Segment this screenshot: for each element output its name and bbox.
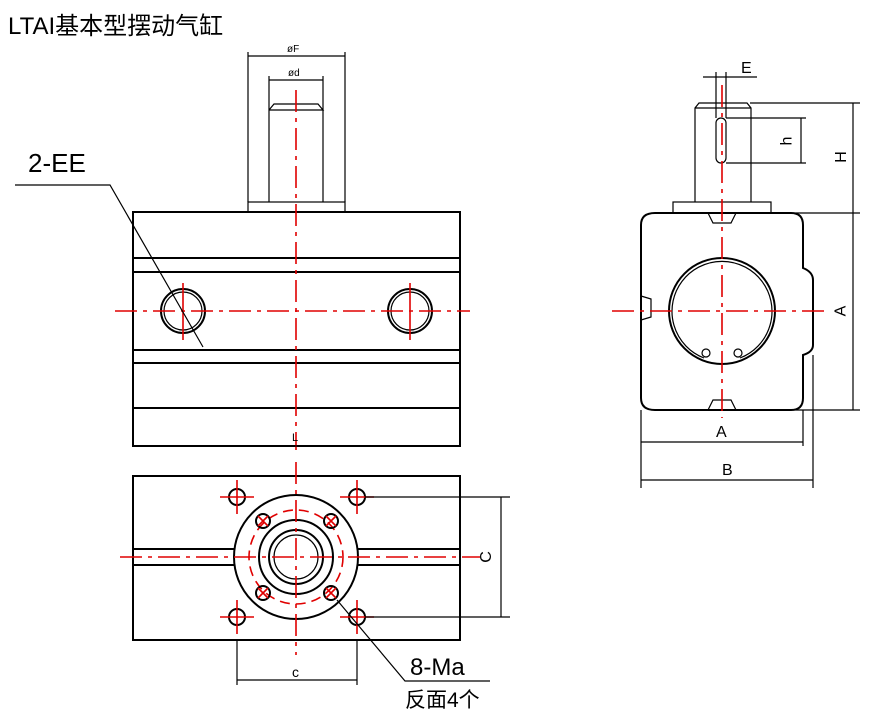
phiF-label: øF (287, 44, 300, 55)
h-label: h (778, 136, 796, 146)
phid-label: ød (288, 68, 300, 79)
C-label: C (477, 551, 495, 563)
holes-label: 8-Ma (410, 654, 465, 681)
H-label: H (832, 151, 850, 163)
A-bottom-label: A (716, 424, 727, 441)
page-title: LTAI基本型摆动气缸 (8, 13, 224, 40)
L-label: L (292, 432, 299, 444)
ports-label: 2-EE (28, 148, 86, 178)
inner-holes (255, 513, 339, 601)
c-label: c (292, 664, 299, 680)
A-side-label: A (832, 305, 850, 317)
B-label: B (722, 462, 733, 479)
holes-note: 反面4个 (405, 689, 480, 712)
E-label: E (741, 60, 752, 77)
bottom-view (120, 462, 510, 685)
side-view (612, 72, 860, 488)
front-view (15, 52, 470, 450)
